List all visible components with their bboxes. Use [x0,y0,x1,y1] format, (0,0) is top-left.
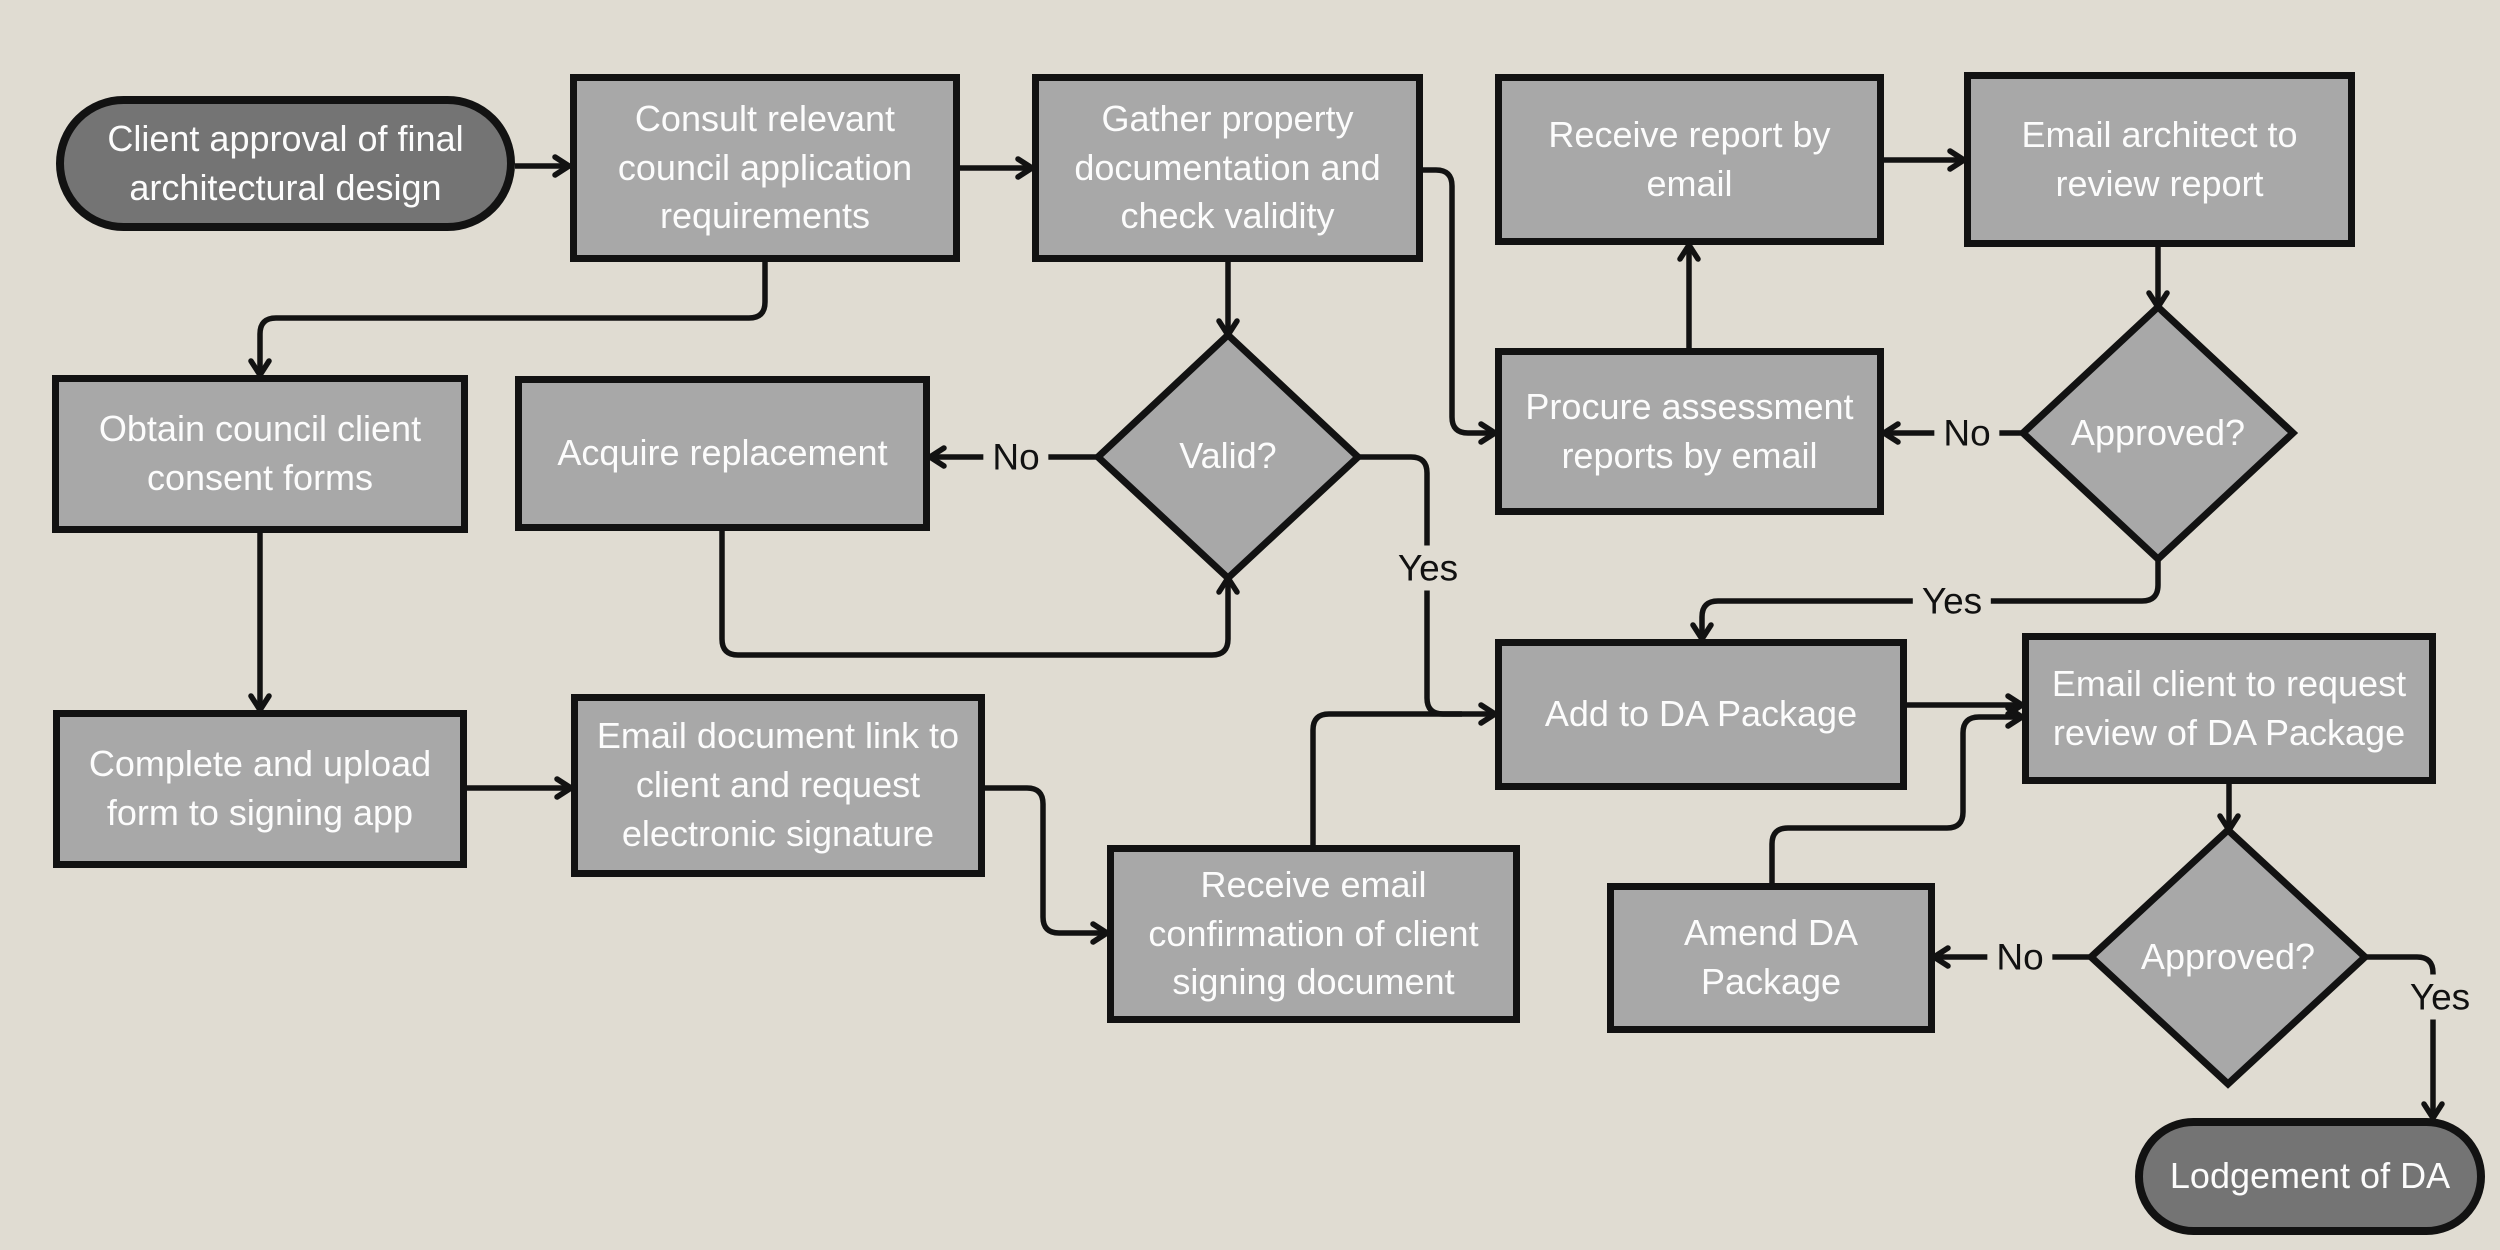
node-receive-confirmation-label: Receive email confirmation of client sig… [1148,863,1479,1003]
node-start-client-approval: Client approval of final architectural d… [56,96,515,231]
node-amend-da-package: Amend DA Package [1607,883,1935,1033]
edge-label-valid-no: No [983,434,1049,480]
edge-email-doc-to-receive-confirmation [985,785,1110,945]
edge-amend-feedback-to-email-client [1769,705,2025,883]
node-email-client-review-label: Email client to request review of DA Pac… [2051,662,2407,753]
node-acquire-replacement: Acquire replacement [515,376,930,531]
node-procure-assessment-reports: Procure assessment reports by email [1495,348,1884,515]
node-complete-upload-form: Complete and upload form to signing app [53,710,467,868]
decision-report-approved-label: Approved? [2070,412,2246,453]
node-amend-package-label: Amend DA Package [1683,912,1859,1002]
decision-package-approved-label: Approved? [2140,936,2316,977]
node-receive-report: Receive report by email [1495,74,1884,245]
node-email-doc-link-label: Email document link to client and reques… [596,715,960,854]
decision-report-approved-shape [2017,302,2299,564]
edge-gather-to-procure [1423,167,1498,445]
edge-label-report-no: No [1934,410,2000,456]
node-email-document-link: Email document link to client and reques… [571,694,985,877]
node-acquire-replacement-label: Acquire replacement [557,432,888,474]
node-email-client-review: Email client to request review of DA Pac… [2022,633,2436,784]
edge-receive-confirmation-to-add-package [1310,702,1498,845]
node-consult-council-requirements: Consult relevant council application req… [570,74,960,262]
node-end-lodgement: Lodgement of DA [2135,1118,2485,1235]
node-email-architect: Email architect to review report [1964,72,2355,247]
edge-label-package-no: No [1987,934,2053,980]
node-receive-email-confirmation: Receive email confirmation of client sig… [1107,845,1520,1023]
node-add-package-label: Add to DA Package [1544,693,1858,735]
decision-package-approved-shape [2085,825,2371,1089]
edge-label-report-yes: Yes [1912,578,1992,624]
node-start-label: Client approval of final architectural d… [107,117,464,208]
node-consult-label: Consult relevant council application req… [617,97,913,237]
edge-acquire-loop-to-valid [719,531,1240,658]
node-gather-documentation: Gather property documentation and check … [1032,74,1423,262]
edge-label-package-yes: Yes [2400,974,2480,1020]
node-procure-reports-label: Procure assessment reports by email [1525,385,1854,476]
node-gather-label: Gather property documentation and check … [1074,97,1381,237]
node-obtain-forms-label: Obtain council client consent forms [98,408,422,498]
edge-package-decision-yes-to-lodgement [2365,954,2445,1121]
edge-label-valid-yes: Yes [1388,545,1468,591]
edge-consult-to-obtain-forms [248,262,768,378]
decision-valid-label: Valid? [1179,435,1277,476]
node-add-to-da-package: Add to DA Package [1495,639,1907,790]
node-email-architect-label: Email architect to review report [2021,113,2298,204]
node-complete-upload-label: Complete and upload form to signing app [88,743,432,833]
node-obtain-consent-forms: Obtain council client consent forms [52,375,468,533]
decision-valid-shape [1092,330,1364,583]
node-receive-report-label: Receive report by email [1548,113,1831,204]
node-lodgement-label: Lodgement of DA [2169,1155,2451,1197]
